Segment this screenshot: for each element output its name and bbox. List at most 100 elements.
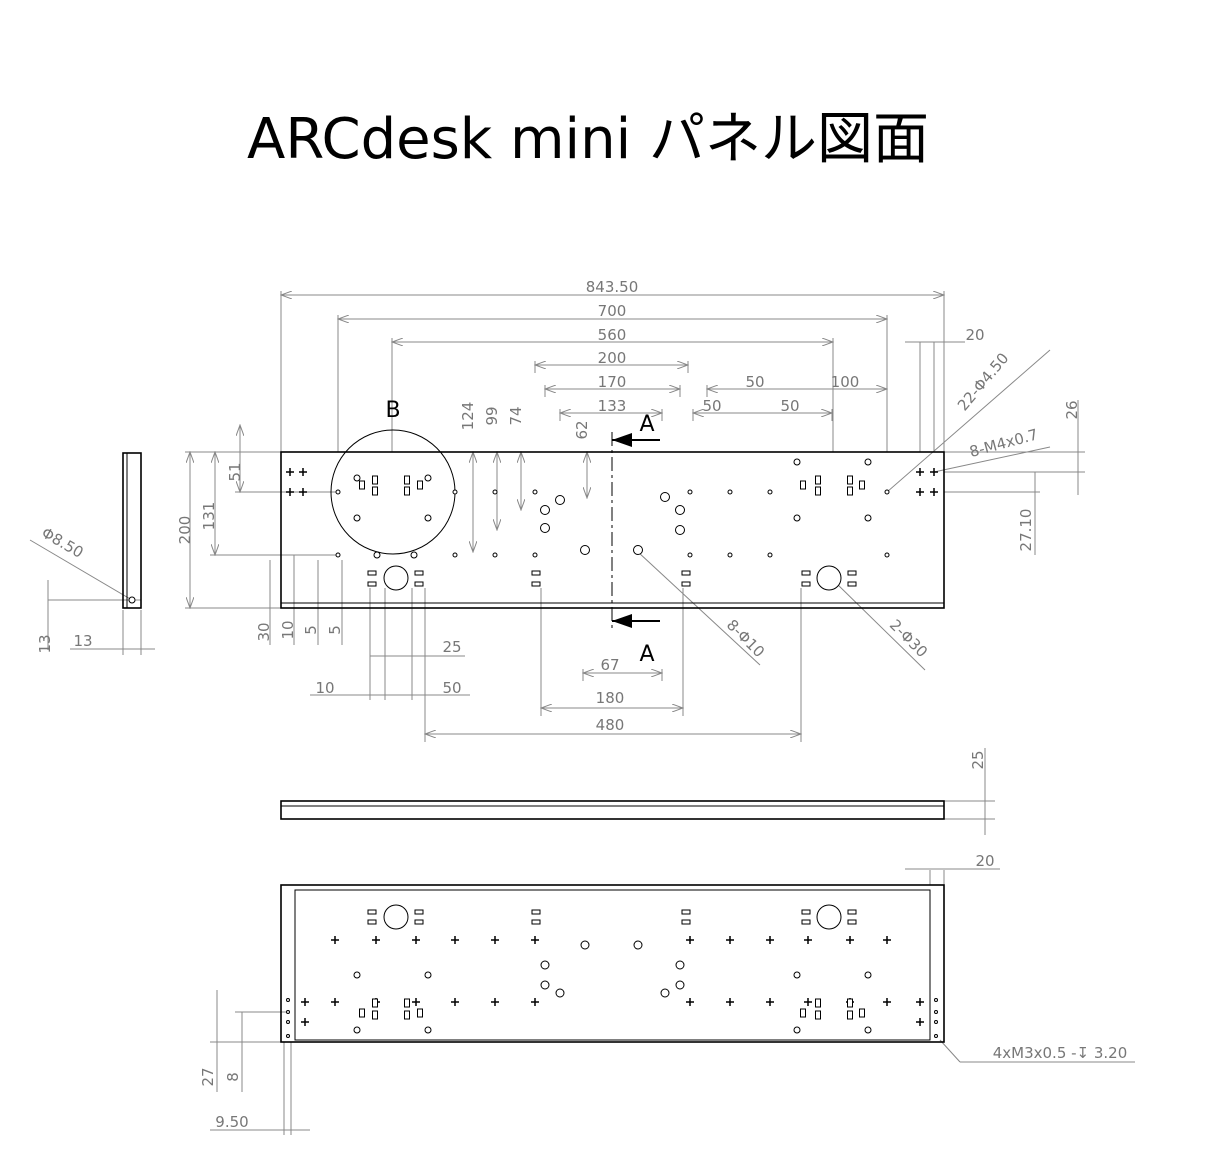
top-view xyxy=(280,429,945,630)
hole xyxy=(532,489,538,495)
slot xyxy=(417,1008,423,1018)
thread-hole xyxy=(412,998,420,1006)
thread-hole xyxy=(916,488,924,496)
slot xyxy=(531,909,541,915)
slot xyxy=(404,998,410,1008)
thread-hole xyxy=(372,936,380,944)
dim-62: 62 xyxy=(573,420,591,439)
slot xyxy=(367,909,377,915)
hole xyxy=(934,1010,938,1014)
dim-5b: 5 xyxy=(326,625,344,635)
hole xyxy=(452,552,458,558)
dim-700: 700 xyxy=(598,302,627,320)
slot xyxy=(847,581,857,587)
section-label-a-bottom: A xyxy=(639,642,654,667)
thread-hole xyxy=(531,998,539,1006)
dim-front-25: 25 xyxy=(969,750,987,769)
slot xyxy=(815,1010,821,1020)
thread-hole xyxy=(726,998,734,1006)
thread-hole xyxy=(686,936,694,944)
dim-20: 20 xyxy=(965,326,984,344)
slot xyxy=(801,909,811,915)
dimension-line xyxy=(939,1039,961,1063)
hole xyxy=(335,552,341,558)
section-label-a-top: A xyxy=(639,412,654,437)
dimension-line xyxy=(29,539,133,601)
detail-label-b: B xyxy=(385,398,400,423)
slot xyxy=(531,581,541,587)
hole xyxy=(555,495,565,505)
dim-bottom-9-50: 9.50 xyxy=(215,1113,248,1131)
hole xyxy=(793,971,801,979)
slot xyxy=(372,486,378,496)
hole xyxy=(424,514,432,522)
hole xyxy=(767,489,773,495)
hole xyxy=(687,552,693,558)
slot xyxy=(847,475,853,485)
hole xyxy=(864,1026,872,1034)
dim-30: 30 xyxy=(255,622,273,641)
dim-side-diameter: Φ8.50 xyxy=(38,524,86,562)
dim-170: 170 xyxy=(598,373,627,391)
dim-133: 133 xyxy=(598,397,627,415)
hole xyxy=(675,525,685,535)
hole xyxy=(410,551,418,559)
hole xyxy=(675,505,685,515)
hole xyxy=(335,489,341,495)
slot xyxy=(414,570,424,576)
detail-b-circle xyxy=(330,429,456,555)
thread-hole xyxy=(531,936,539,944)
dim-holes-8: 8-Φ10 xyxy=(723,616,768,661)
dimension-line xyxy=(933,446,1051,473)
slot xyxy=(800,1008,806,1018)
thread-hole xyxy=(804,936,812,944)
slot xyxy=(815,486,821,496)
section-arrows xyxy=(612,433,660,628)
hole xyxy=(580,940,590,950)
slot xyxy=(417,480,423,490)
dim-25: 25 xyxy=(442,638,461,656)
dim-thread-4: 4xM3x0.5 -↧ 3.20 xyxy=(993,1044,1128,1062)
hole xyxy=(767,552,773,558)
dim-thread-8: 8-M4x0.7 xyxy=(967,425,1039,461)
slot xyxy=(847,909,857,915)
hole xyxy=(532,552,538,558)
slot xyxy=(414,919,424,925)
thread-hole xyxy=(766,998,774,1006)
slot xyxy=(404,486,410,496)
dim-560: 560 xyxy=(598,326,627,344)
slot xyxy=(372,475,378,485)
slot xyxy=(367,581,377,587)
hole xyxy=(934,1020,938,1024)
slot xyxy=(847,1010,853,1020)
thread-hole xyxy=(412,936,420,944)
hole xyxy=(727,552,733,558)
slot xyxy=(681,919,691,925)
dim-overall-length: 843.50 xyxy=(586,278,639,296)
thread-hole xyxy=(491,998,499,1006)
dim-5a: 5 xyxy=(302,625,320,635)
dim-10-horizontal: 10 xyxy=(315,679,334,697)
hole xyxy=(353,1026,361,1034)
hole xyxy=(452,489,458,495)
thread-hole xyxy=(916,468,924,476)
hole xyxy=(424,474,432,482)
hole xyxy=(286,1020,290,1024)
thread-hole xyxy=(883,936,891,944)
thread-hole xyxy=(299,488,307,496)
slot xyxy=(859,1008,865,1018)
hole xyxy=(864,971,872,979)
dim-side-13-horizontal: 13 xyxy=(73,632,92,650)
dim-50a: 50 xyxy=(745,373,764,391)
thread-hole xyxy=(916,998,924,1006)
hole xyxy=(555,988,565,998)
hole xyxy=(660,988,670,998)
dim-180: 180 xyxy=(596,689,625,707)
hole xyxy=(286,1034,290,1038)
dimension-line xyxy=(886,349,1051,493)
hole xyxy=(793,514,801,522)
slot xyxy=(847,998,853,1008)
dim-50-horizontal: 50 xyxy=(442,679,461,697)
thread-hole xyxy=(286,488,294,496)
